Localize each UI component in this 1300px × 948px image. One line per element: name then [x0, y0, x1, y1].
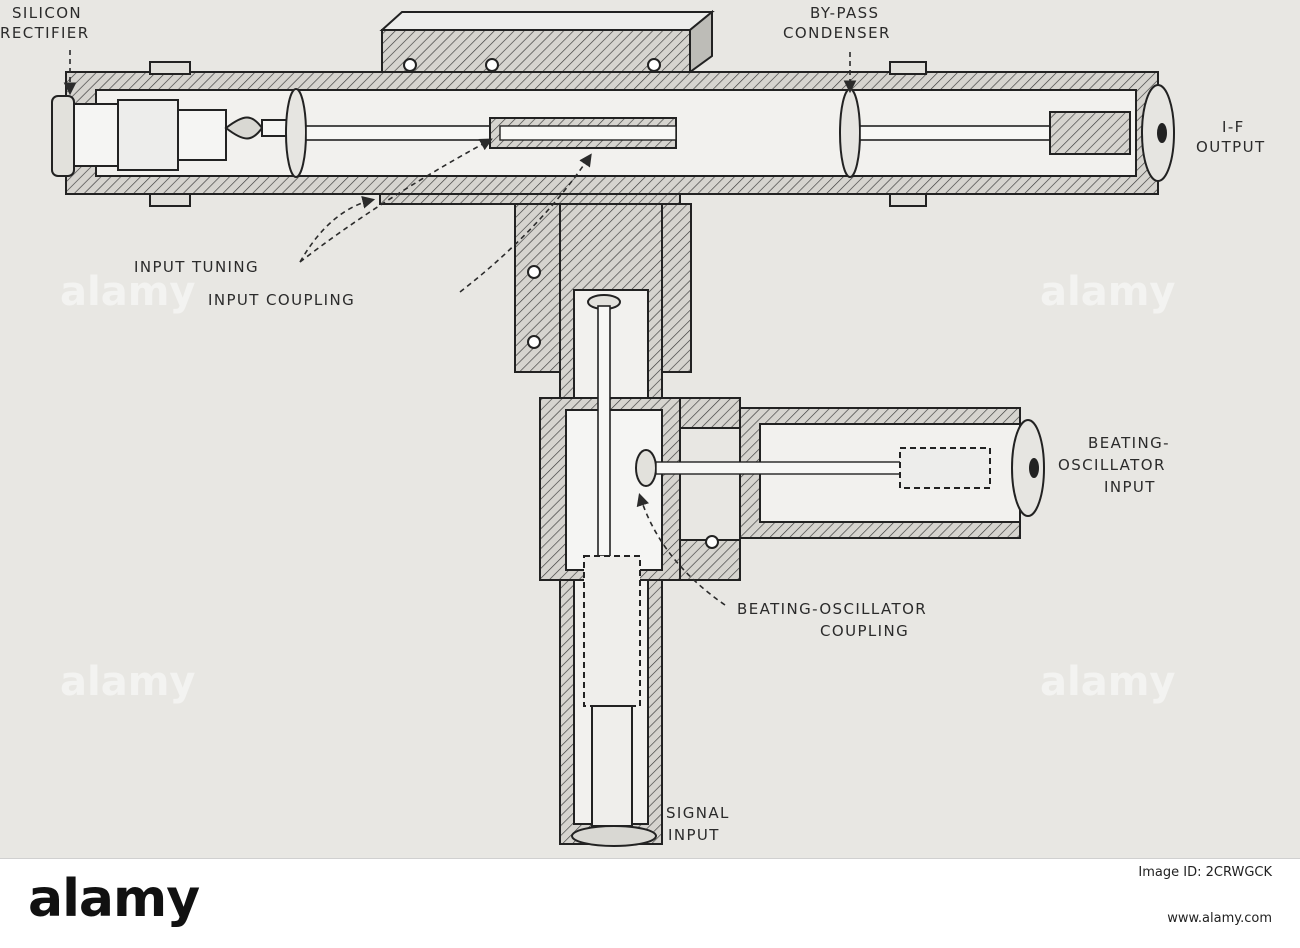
- label-beating-oscillator-input-line-1: BEATING-: [1088, 434, 1170, 452]
- watermark: alamy: [60, 659, 195, 705]
- top-mounting-block: [379, 9, 715, 74]
- site-url[interactable]: www.alamy.com: [1167, 911, 1272, 926]
- watermark: alamy: [1040, 659, 1175, 705]
- label-silicon-rectifier-line-2: RECTIFIER: [0, 24, 90, 42]
- beating-oscillator-branch: [635, 397, 1045, 581]
- silicon-rectifier-cartridge: [51, 61, 293, 207]
- image-id: Image ID: 2CRWGCK: [1138, 865, 1272, 880]
- labels: SILICON RECTIFIER BY-PASS CONDENSER I-F …: [0, 4, 1266, 844]
- label-bypass-condenser-line-2: CONDENSER: [783, 24, 891, 42]
- label-input-tuning: INPUT TUNING: [134, 258, 259, 276]
- label-if-output-line-2: OUTPUT: [1196, 138, 1266, 156]
- label-beating-oscillator-coupling-line-2: COUPLING: [820, 622, 909, 640]
- label-if-output-line-1: I-F: [1222, 118, 1245, 136]
- label-beating-oscillator-input-line-3: INPUT: [1104, 478, 1156, 496]
- label-signal-input-line-2: INPUT: [668, 826, 720, 844]
- if-output-connector: [1049, 84, 1175, 182]
- label-beating-oscillator-input-line-2: OSCILLATOR: [1058, 456, 1166, 474]
- leader-lines: [63, 50, 857, 606]
- stock-footer-bar: alamy Image ID: 2CRWGCK www.alamy.com: [0, 858, 1300, 948]
- input-coupling-sleeve: [489, 117, 677, 149]
- label-silicon-rectifier-line-1: SILICON: [12, 4, 82, 22]
- vertical-tube-body: [539, 203, 681, 847]
- label-input-coupling: INPUT COUPLING: [208, 291, 355, 309]
- watermark: alamy: [1040, 269, 1175, 315]
- label-beating-oscillator-coupling-line-1: BEATING-OSCILLATOR: [737, 600, 927, 618]
- alamy-logo[interactable]: alamy: [28, 869, 200, 929]
- input-tuning-plunger: [285, 88, 497, 178]
- mixer-cross-section-diagram: alamy alamy alamy alamy alamy alamy alam…: [0, 4, 1266, 847]
- watermark: alamy: [60, 269, 195, 315]
- label-bypass-condenser-line-1: BY-PASS: [810, 4, 879, 22]
- label-signal-input-line-1: SIGNAL: [666, 804, 730, 822]
